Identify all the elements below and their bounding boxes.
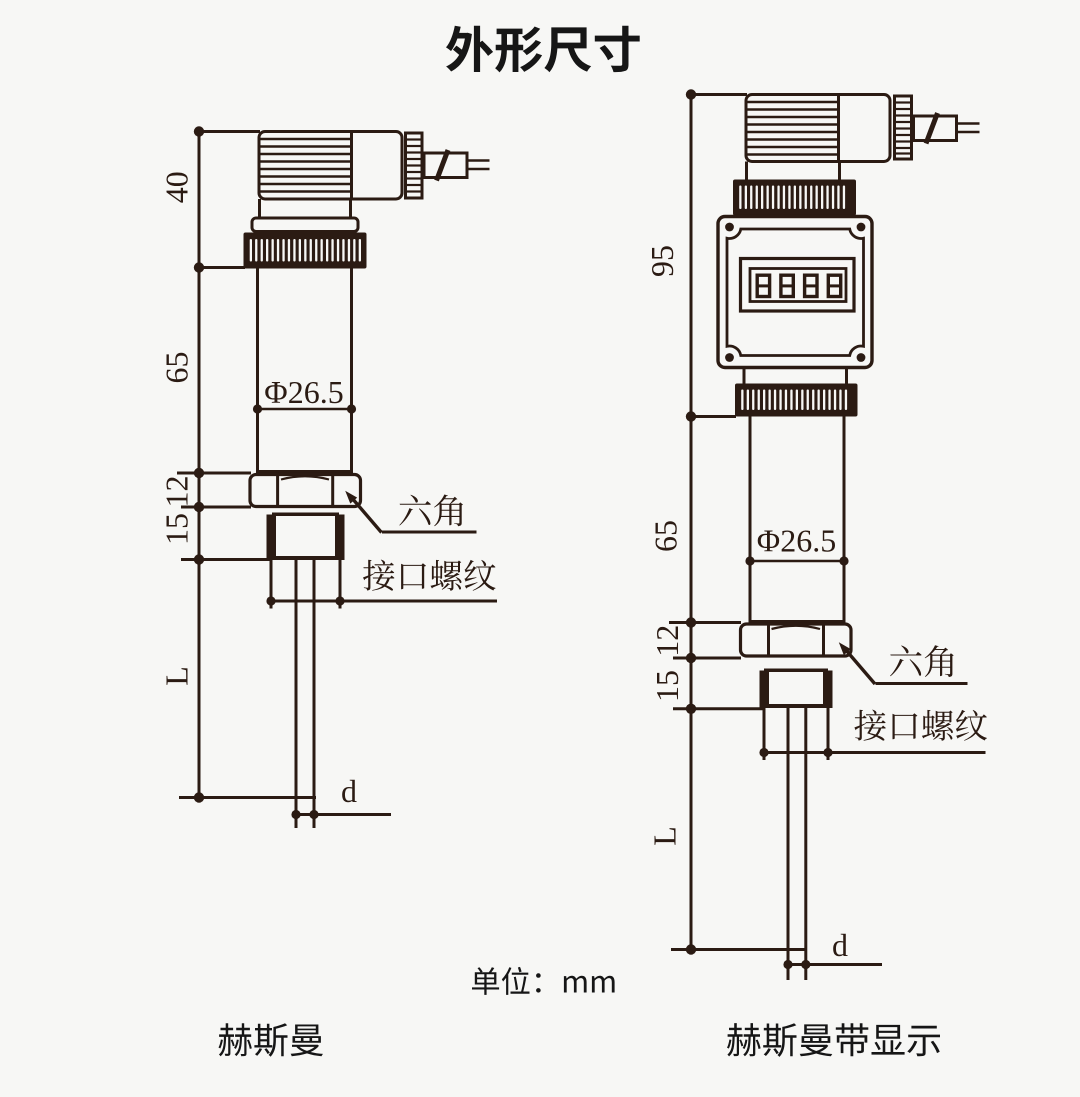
fig1-hex-annotation: 六角 [345, 490, 477, 534]
page-title: 外形尺寸 [446, 22, 646, 78]
caption-right: 赫斯曼带显示 [727, 1021, 949, 1062]
caption-left-text: 赫斯曼 [218, 1021, 329, 1062]
fig1-probe-dia-dim: d [291, 773, 391, 820]
fig2-hirschmann-connector [744, 93, 980, 163]
figure-hirschmann: 40 65 12 15L Φ26.5 接口螺纹 d 六角 [159, 126, 497, 828]
page-title-text: 外形尺寸 [446, 22, 646, 78]
fig1-body [256, 268, 353, 473]
fig1-dim-L: L [159, 666, 195, 686]
caption-left-glyphs [218, 1023, 323, 1057]
fig1-thread-label: 接口螺纹 [363, 561, 495, 598]
fig2-display-digits: 8888 [755, 273, 843, 304]
caption-right-glyphs [727, 1023, 940, 1057]
fig1-probe-rod [294, 560, 316, 828]
fig2-dimension-ruler: 95 65 12 15L [644, 89, 807, 955]
fig1-dim-d: d [341, 773, 357, 809]
fig1-thread-nipple [266, 512, 345, 560]
caption-right-text: 赫斯曼带显示 [727, 1021, 949, 1062]
fig1-dim-12: 12 [159, 476, 195, 508]
caption-left: 赫斯曼 [218, 1021, 329, 1062]
fig1-thread-annotation: 接口螺纹 [266, 559, 497, 609]
fig2-dim-65: 65 [648, 520, 684, 552]
fig2-corner-screw [856, 353, 866, 362]
fig2-thread-annotation: 接口螺纹 [759, 708, 987, 760]
fig2-corner-screw [725, 353, 734, 362]
fig1-knurled-ring [243, 232, 367, 269]
unit-note-text: 单位：mm [470, 964, 621, 1001]
fig1-hex-label: 六角 [399, 493, 469, 532]
page-title-glyphs [446, 25, 640, 73]
unit-note: 单位：mm [470, 964, 621, 1001]
fig2-display-inner-frame [725, 227, 865, 357]
fig1-hirschmann-connector [257, 130, 490, 201]
fig2-dim-d: d [832, 927, 848, 963]
fig1-dim-65: 65 [159, 352, 195, 384]
fig2-display-box: 8888 [716, 214, 874, 370]
fig2-probe-dia-dim: d [783, 927, 882, 970]
fig2-neck-upper [745, 161, 841, 180]
fig2-body [748, 416, 846, 623]
fig2-hex-label: 六角 [890, 644, 960, 683]
fig1-neck-collar [250, 199, 360, 233]
fig1-thread-label-glyphs [363, 559, 496, 591]
fig2-neck-lower [742, 367, 848, 384]
fig2-dim-15: 15 [649, 670, 685, 702]
fig1-hex-label-glyphs [399, 494, 463, 527]
fig2-corner-screw [856, 222, 866, 232]
fig2-hex-annotation: 六角 [838, 642, 968, 686]
fig2-dim-12: 12 [649, 625, 685, 657]
fig1-dim-15: 15 [159, 513, 195, 545]
unit-note-glyphs [472, 966, 615, 995]
fig1-dimension-ruler: 40 65 12 15L [159, 126, 316, 803]
fig2-dim-L: L [647, 826, 683, 846]
fig2-probe-rod [786, 708, 808, 980]
fig2-hex-nut [738, 622, 853, 658]
fig2-display-window [738, 256, 856, 313]
fig2-knurled-ring-lower [735, 383, 858, 417]
fig2-corner-screw [725, 222, 734, 232]
fig2-thread-nipple [759, 668, 833, 708]
fig2-display-value: 8888 [756, 278, 804, 304]
fig2-dim-95: 95 [644, 245, 680, 277]
fig2-knurled-ring-upper [733, 179, 856, 216]
fig1-diameter-dim: Φ26.5 [252, 374, 357, 414]
fig2-dim-phi26-5: Φ26.5 [757, 523, 836, 559]
fig1-dim-40: 40 [159, 171, 195, 203]
fig2-diameter-dim: Φ26.5 [745, 523, 849, 566]
fig1-hex-nut [248, 472, 363, 509]
fig2-thread-label: 接口螺纹 [854, 711, 986, 748]
fig1-dim-phi26-5: Φ26.5 [264, 374, 343, 410]
